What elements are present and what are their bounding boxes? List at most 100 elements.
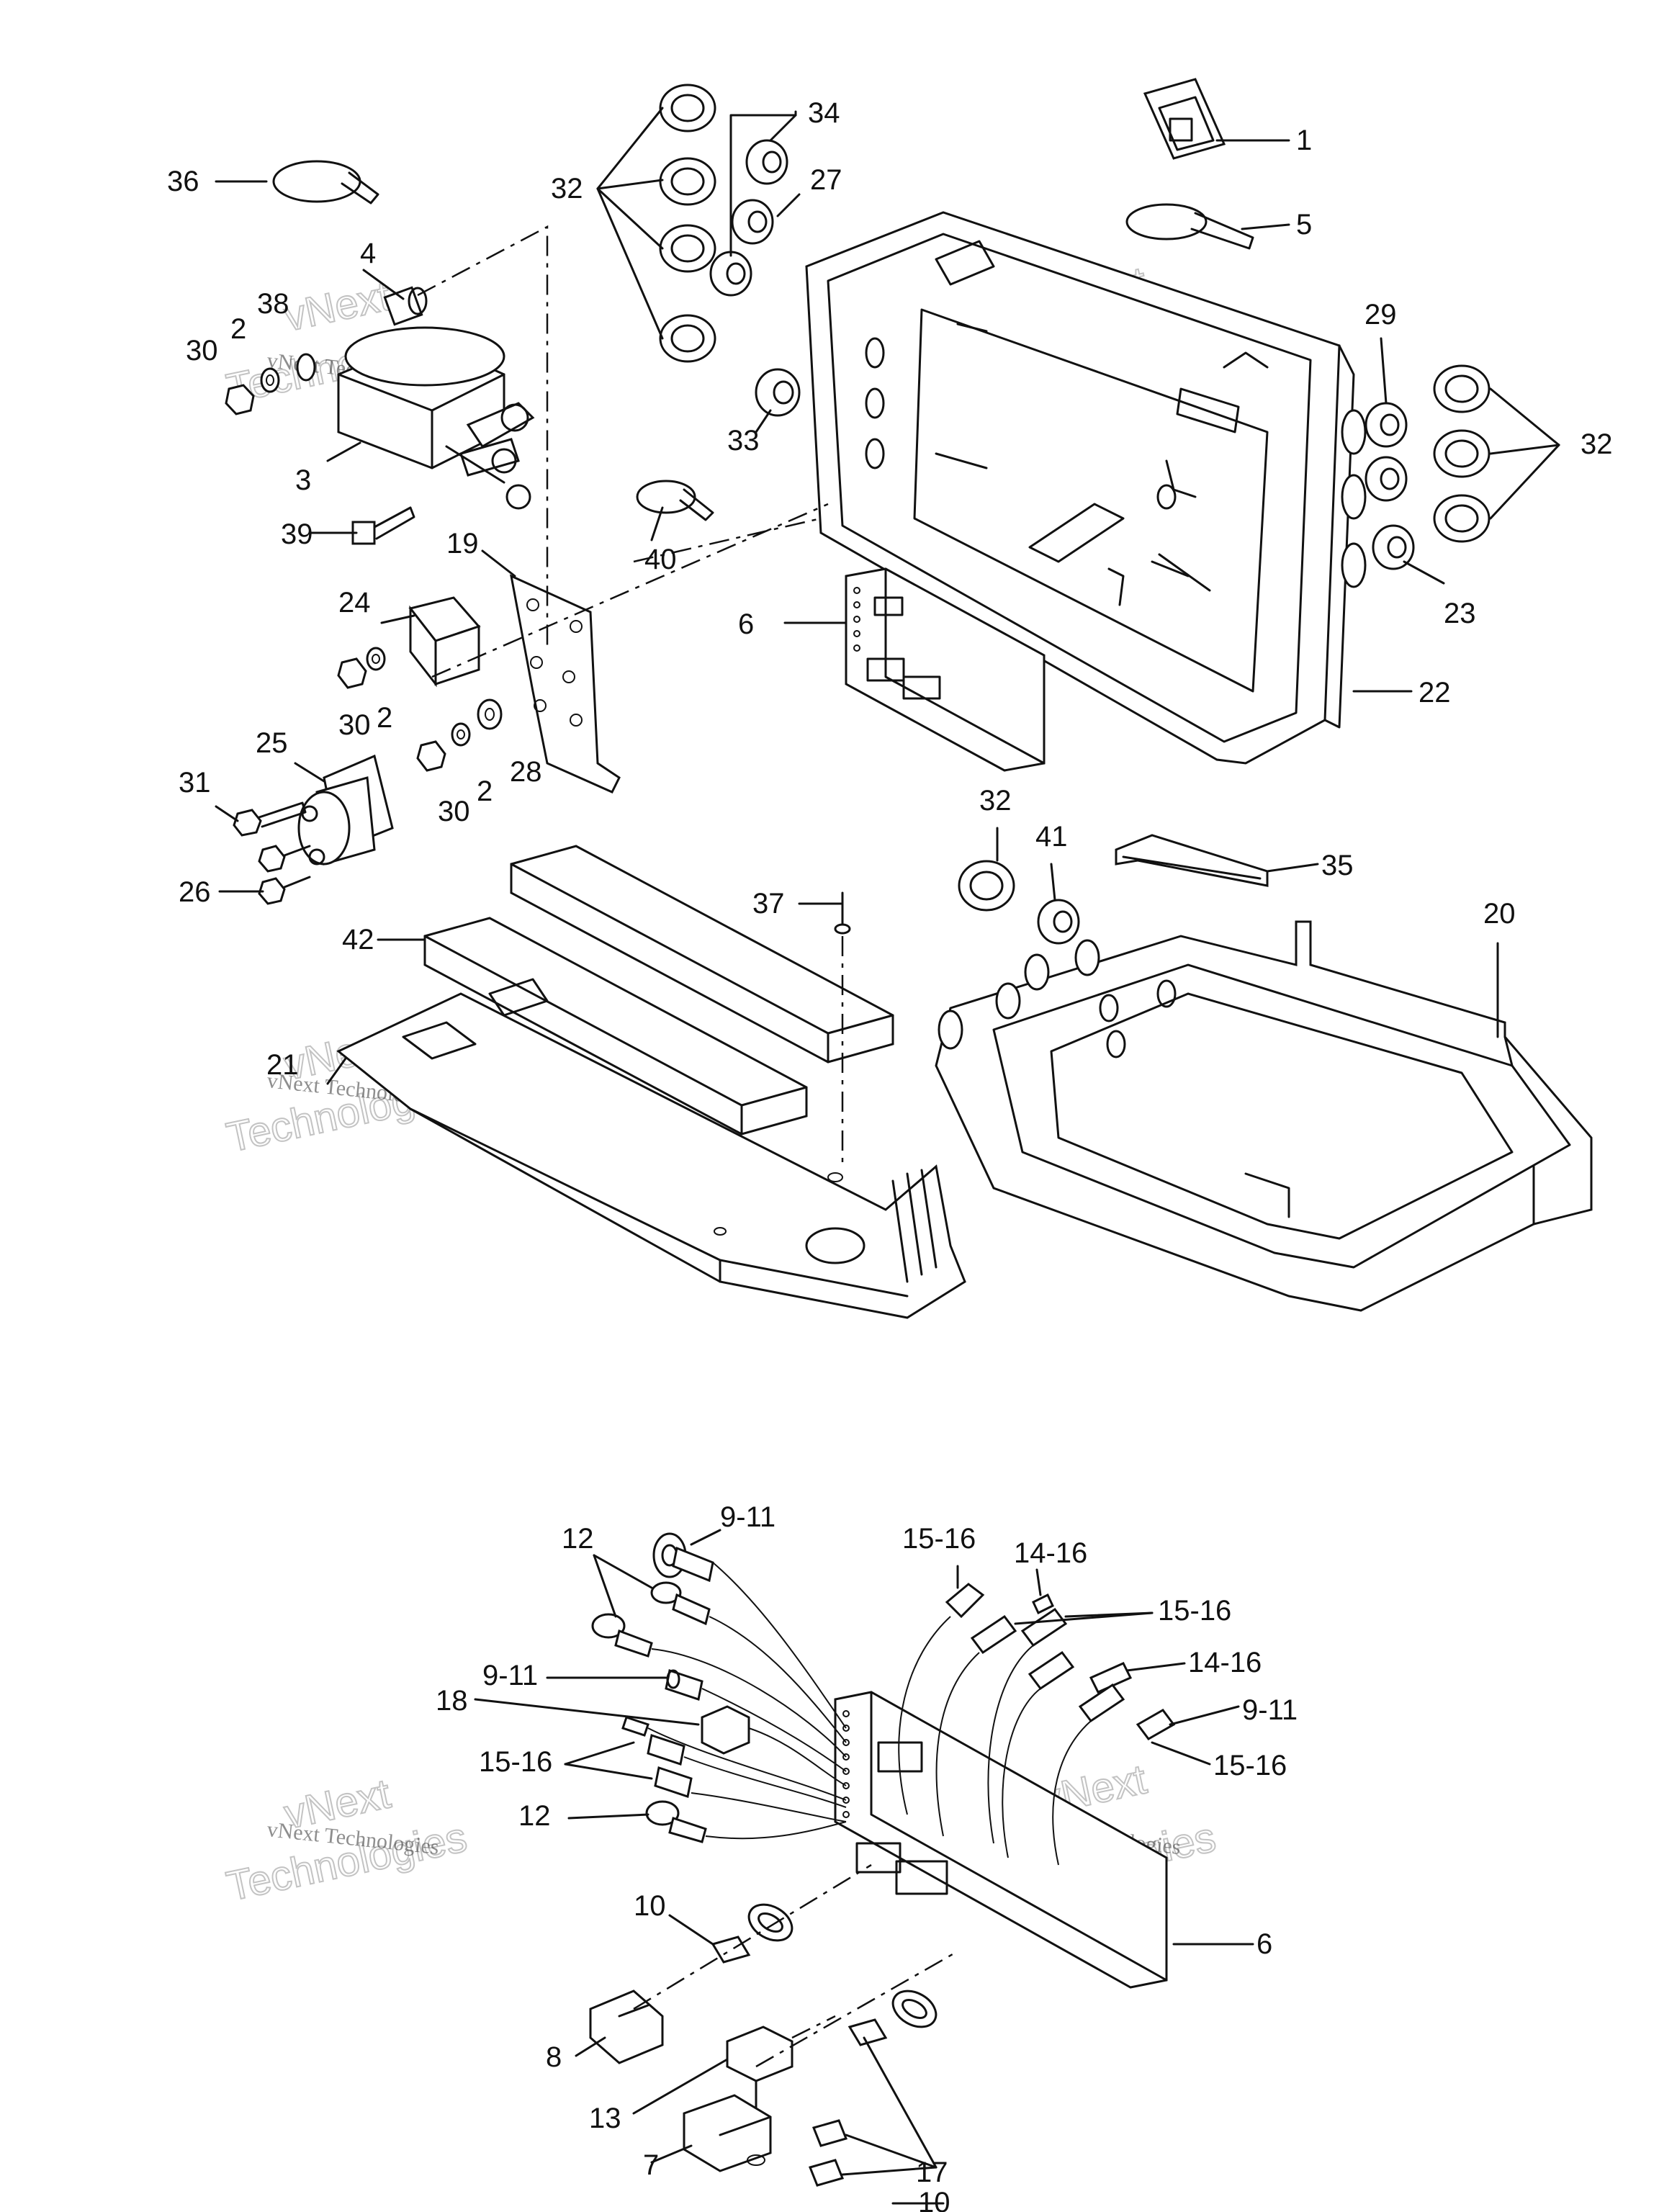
- connector-seal-b: [891, 1990, 938, 2028]
- part-14-16-pin-b: [1032, 1593, 1054, 1615]
- callout-8: 8: [546, 2041, 562, 2073]
- callout-9-11-a: 9-11: [720, 1501, 775, 1533]
- callout-labels: 1 5 36 4 38 2 30 3 39 34 27 32 33 29 32 …: [167, 97, 1613, 2212]
- callout-30-b: 30: [338, 709, 371, 741]
- callout-30-a: 30: [186, 335, 218, 367]
- part-9-11-terminal-b: [665, 1669, 703, 1701]
- part-8-fuse-holder: [589, 1990, 664, 2064]
- callout-10-b: 10: [918, 2187, 950, 2212]
- watermark-left-bottom: vNext Technologies vNext Technologies: [222, 1769, 472, 1910]
- gland-b3: [1433, 494, 1491, 543]
- callout-32-b: 32: [1581, 428, 1613, 460]
- part-10-fuse-b: [848, 2018, 888, 2046]
- part-30-nut-a: [225, 384, 255, 415]
- callout-27: 27: [810, 164, 842, 196]
- part-29-grommet: [1364, 402, 1408, 448]
- part-38-washer: [296, 353, 316, 382]
- part-15-16-sleeve-c: [945, 1583, 985, 1619]
- part-22-box-housing: [805, 211, 1367, 765]
- svg-text:vNext: vNext: [280, 272, 395, 340]
- callout-28: 28: [510, 756, 542, 788]
- callout-9-11-b: 9-11: [482, 1660, 538, 1691]
- callout-3: 3: [295, 464, 311, 496]
- part-2-lock-washer-c: [451, 722, 471, 747]
- gland-a4: [659, 314, 716, 363]
- callout-39: 39: [281, 518, 313, 550]
- part-6-circuit-board-a: [845, 567, 1046, 772]
- callout-15-16-d: 15-16: [1213, 1750, 1287, 1781]
- callout-13: 13: [589, 2103, 621, 2134]
- part-15-16-sleeve-f: [1028, 1650, 1075, 1691]
- callout-15-16-c: 15-16: [1158, 1595, 1231, 1627]
- part-7-holder-base: [683, 2094, 772, 2172]
- assembly-line-top: [417, 225, 829, 678]
- gland-a2: [659, 157, 716, 206]
- part-9-11-terminal-a: [652, 1532, 714, 1583]
- callout-29: 29: [1364, 299, 1397, 331]
- callout-41: 41: [1035, 821, 1068, 853]
- callout-37: 37: [752, 888, 785, 920]
- callout-10-a: 10: [634, 1890, 666, 1922]
- part-32-gland-group-a: [659, 84, 716, 363]
- part-18-connector: [701, 1705, 750, 1755]
- gland-b1: [1433, 364, 1491, 413]
- callout-17: 17: [916, 2157, 948, 2188]
- callout-1: 1: [1296, 125, 1312, 156]
- part-25-starter-solenoid: [297, 754, 394, 866]
- part-12-ring-terminal-b: [591, 1613, 653, 1658]
- callout-14-16-a: 14-16: [1014, 1537, 1087, 1569]
- callout-15-16-b: 15-16: [902, 1523, 976, 1555]
- assembly-line-bottom: [633, 1863, 958, 2068]
- callout-12-a: 12: [562, 1523, 594, 1555]
- callout-20: 20: [1483, 898, 1516, 930]
- part-17-fuse-a: [811, 2119, 848, 2147]
- callout-32-a: 32: [551, 173, 583, 204]
- part-32-gland-c: [958, 860, 1015, 912]
- part-4-spacer: [383, 286, 428, 326]
- callout-19: 19: [446, 528, 479, 559]
- part-34-grommet: [745, 139, 788, 185]
- part-3-solenoid: [337, 326, 535, 510]
- callout-25: 25: [256, 727, 288, 759]
- callout-5: 5: [1296, 209, 1312, 240]
- callout-35: 35: [1321, 850, 1354, 881]
- connector-seal-a: [747, 1903, 793, 1942]
- part-42-foam-pad: [423, 845, 894, 1136]
- part-35-seal: [1115, 834, 1269, 887]
- part-30-nut-c: [416, 740, 446, 772]
- part-15-16-sleeve-d: [970, 1614, 1017, 1655]
- part-10-fuse-a: [711, 1936, 751, 1964]
- gland-a1: [659, 84, 716, 132]
- callout-22: 22: [1419, 677, 1451, 709]
- part-14-16-pin-c: [1089, 1662, 1133, 1694]
- part-37-rivet: [834, 891, 851, 1166]
- callout-7: 7: [643, 2149, 659, 2181]
- harness-wires: [647, 1562, 1092, 1866]
- callout-2-c: 2: [477, 775, 493, 807]
- part-17-fuse-b: [808, 2159, 845, 2187]
- part-9-11-terminal-c: [1136, 1709, 1176, 1740]
- part-28-washer: [477, 698, 503, 730]
- leader-lines: [215, 107, 1560, 2205]
- part-30-nut-b: [337, 657, 367, 689]
- callout-9-11-c: 9-11: [1242, 1694, 1298, 1726]
- part-23-grommet-b: [1372, 524, 1415, 570]
- part-2-lock-washer-a: [260, 367, 280, 393]
- callout-31: 31: [179, 767, 211, 799]
- callout-21: 21: [266, 1049, 299, 1081]
- part-2-lock-washer-b: [366, 647, 386, 671]
- part-15-16-sleeve-e: [1020, 1607, 1068, 1647]
- callout-6-b: 6: [1256, 1928, 1272, 1960]
- callout-2-b: 2: [377, 702, 392, 734]
- callout-15-16-a: 15-16: [479, 1746, 552, 1778]
- part-26-nut-a: [258, 845, 311, 873]
- part-36-cable-tie: [272, 160, 379, 204]
- part-31-screw: [233, 801, 307, 837]
- part-19-bracket: [509, 574, 621, 793]
- part-15-16-sleeve-a: [647, 1734, 685, 1766]
- callout-6-a: 6: [738, 608, 754, 640]
- callout-36: 36: [167, 166, 199, 197]
- callout-42: 42: [342, 924, 374, 956]
- part-20-lower-housing: [935, 920, 1593, 1312]
